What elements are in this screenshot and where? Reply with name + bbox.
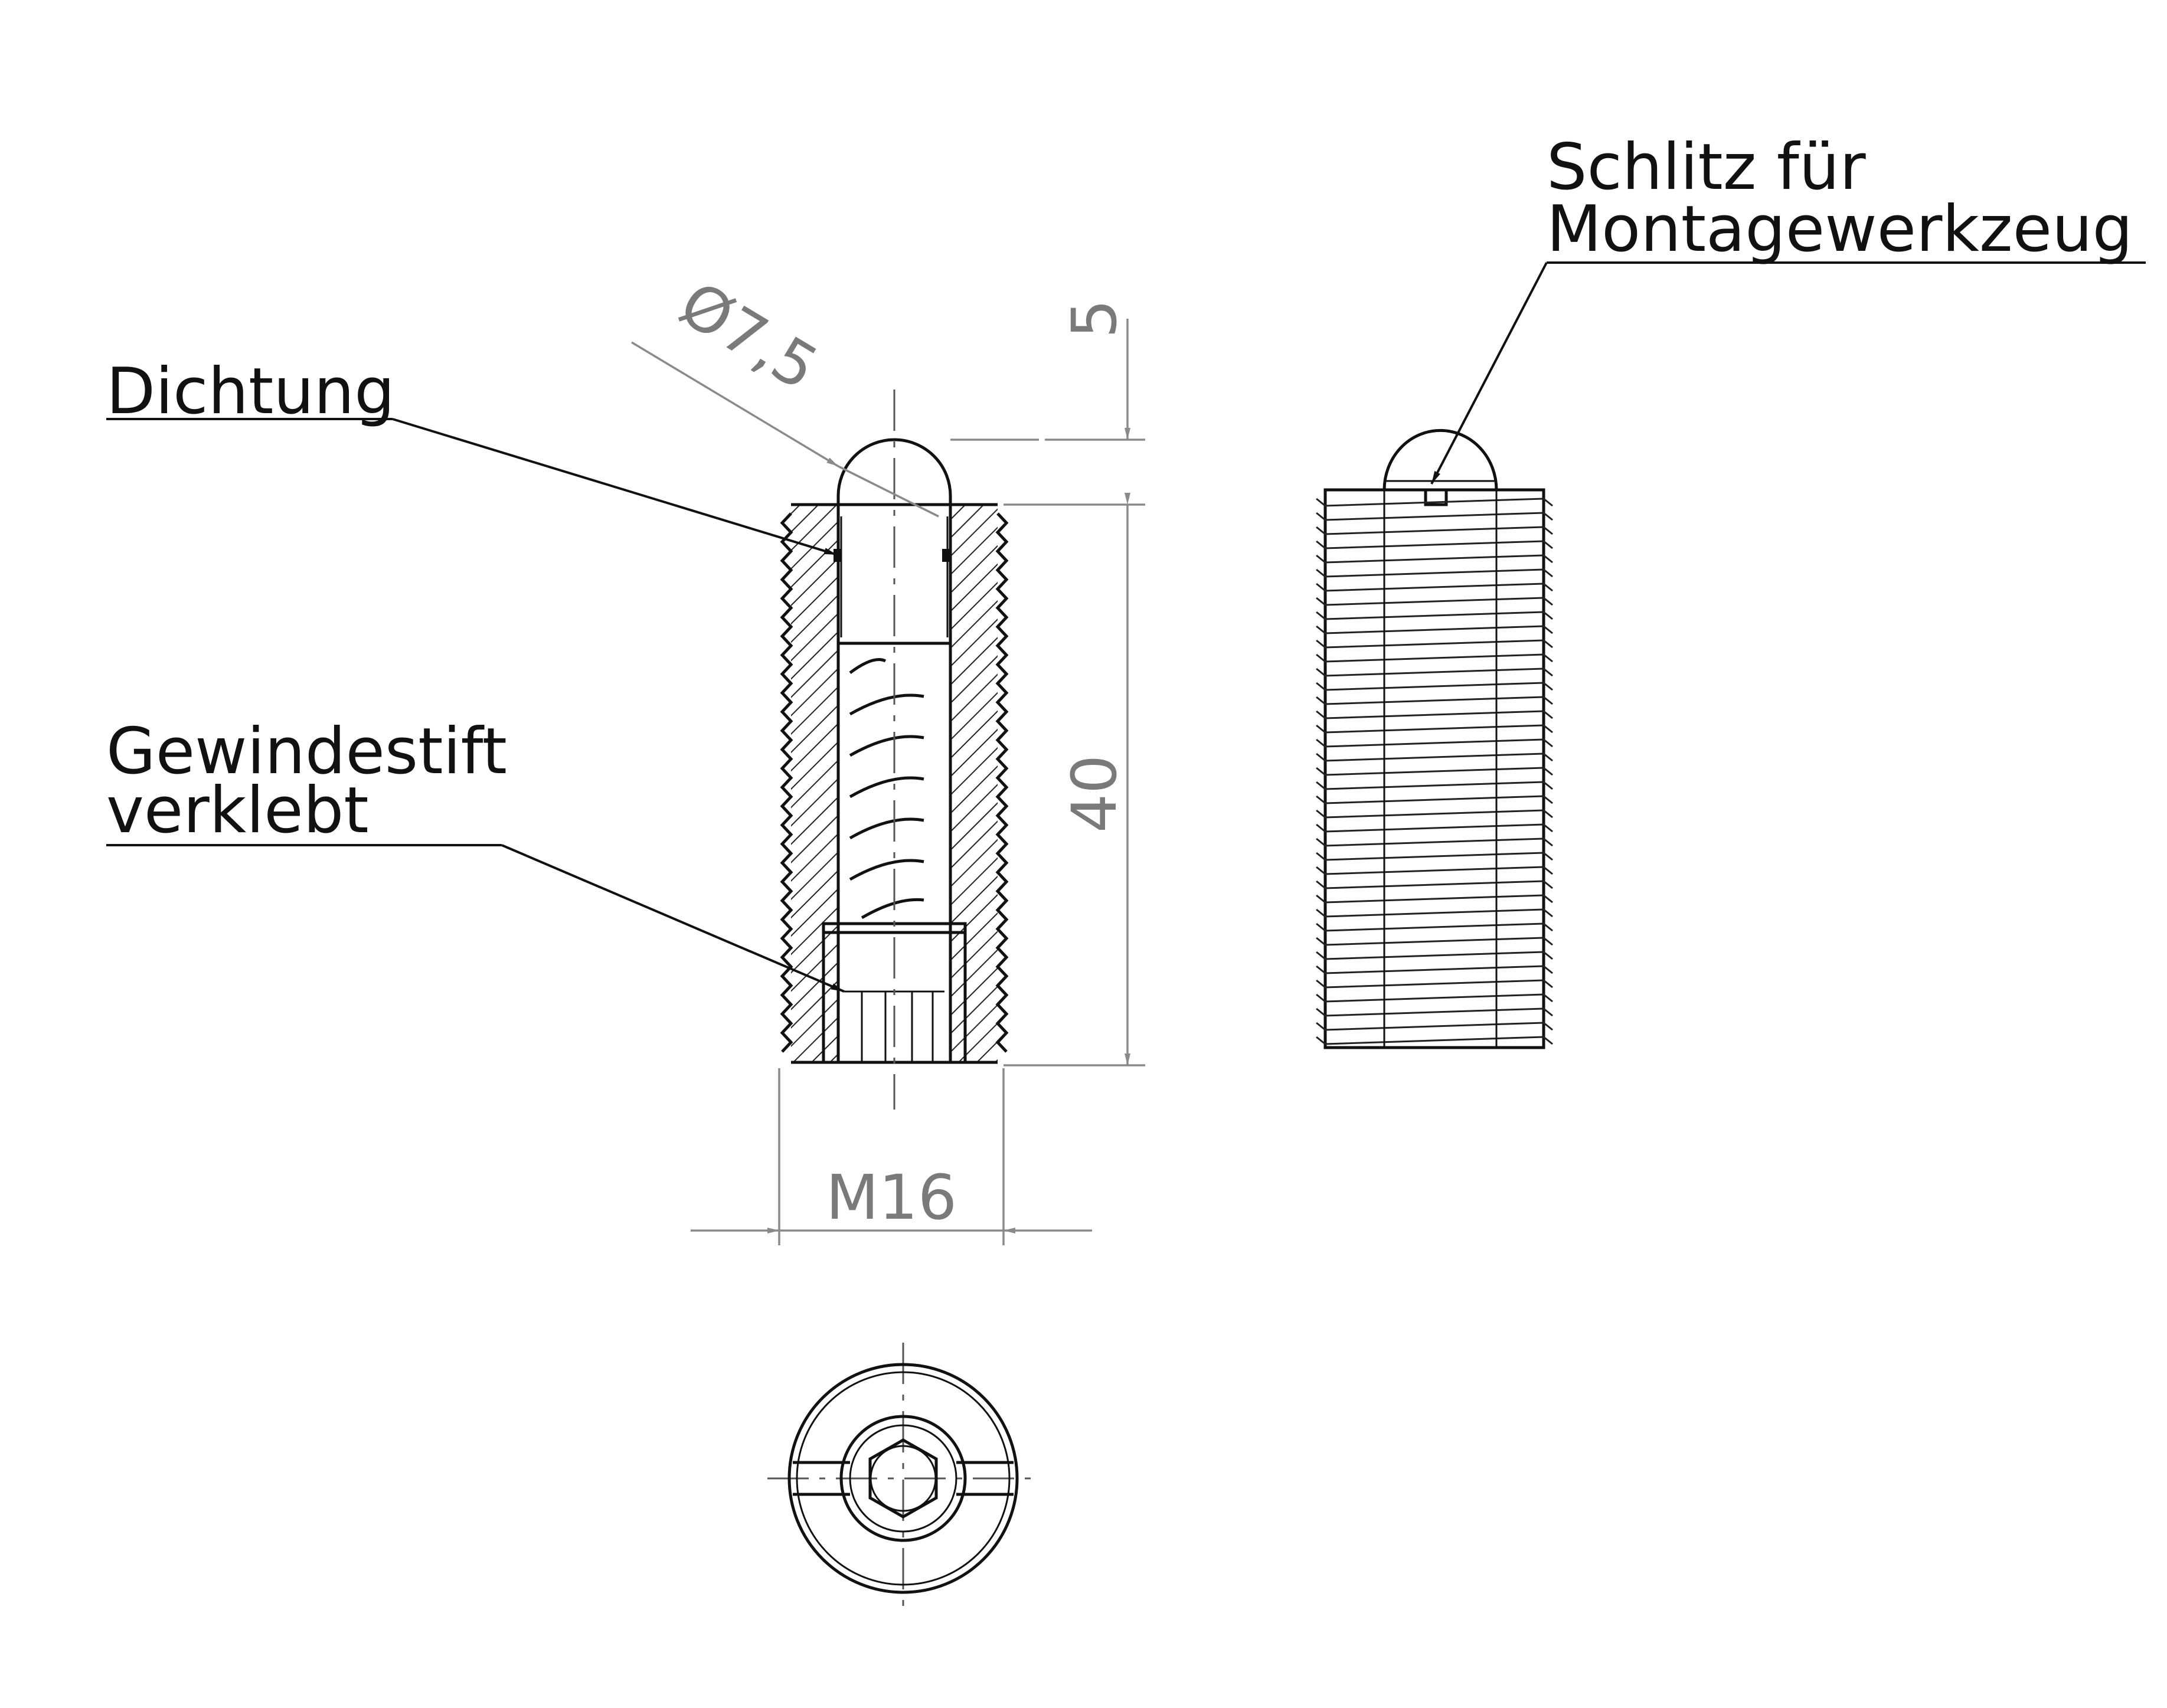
thread-line — [1316, 625, 1553, 634]
end-view — [767, 1343, 1039, 1614]
body-wall-right — [949, 503, 998, 1064]
thread-line — [1316, 809, 1553, 819]
thread-line — [1316, 852, 1553, 861]
thread-line — [1316, 795, 1553, 804]
dim-thread: M16 — [826, 1161, 957, 1233]
thread-line — [1316, 951, 1553, 960]
thread-line — [1316, 1022, 1553, 1031]
thread-line — [1316, 866, 1553, 875]
thread-line — [1316, 767, 1553, 776]
thread-line — [1316, 554, 1553, 564]
callout-gewindestift: Gewindestift verklebt — [106, 715, 845, 993]
label-gewindestift-1: Gewindestift — [106, 715, 507, 788]
thread-line — [1316, 696, 1553, 705]
thread-line — [1316, 583, 1553, 592]
thread-line — [1316, 597, 1553, 606]
label-schlitz-2: Montagewerkzeug — [1547, 192, 2133, 266]
thread-line — [1316, 979, 1553, 989]
thread-line — [1316, 653, 1553, 663]
thread-line — [1316, 710, 1553, 719]
thread-line — [1316, 724, 1553, 734]
thread-line — [1316, 682, 1553, 691]
thread-line — [1316, 738, 1553, 748]
thread-line — [1316, 993, 1553, 1003]
label-dichtung: Dichtung — [106, 355, 395, 428]
thread-line — [1316, 639, 1553, 649]
thread-line — [1316, 823, 1553, 833]
thread-line — [1316, 1036, 1553, 1045]
thread-line — [1316, 880, 1553, 889]
section-view — [780, 390, 1009, 1110]
label-gewindestift-2: verklebt — [106, 774, 369, 848]
label-schlitz-1: Schlitz für — [1547, 130, 1866, 204]
thread-line — [1316, 965, 1553, 974]
thread-line — [1316, 498, 1553, 507]
side-view — [1316, 428, 1553, 1049]
thread-line — [1316, 1007, 1553, 1017]
thread-line — [1316, 922, 1553, 932]
spring — [849, 658, 924, 920]
dim-diameter: Ø7,5 — [668, 267, 830, 404]
thread-line — [1316, 894, 1553, 904]
dimensions: 5 40 M16 Ø7,5 — [631, 267, 1145, 1245]
dim-length: 40 — [1058, 755, 1130, 833]
pressure-pin — [836, 438, 952, 645]
thread-line — [1316, 540, 1553, 549]
seal — [834, 549, 949, 562]
thread-line — [1316, 611, 1553, 620]
thread-line — [1316, 526, 1553, 535]
thread-line — [1316, 668, 1553, 677]
thread-line — [1316, 752, 1553, 762]
thread-line — [1316, 908, 1553, 918]
thread-line — [1316, 937, 1553, 946]
thread-line — [1316, 568, 1553, 578]
dim-overhang: 5 — [1058, 299, 1130, 338]
thread-line — [1316, 837, 1553, 847]
callout-dichtung: Dichtung — [106, 355, 838, 556]
thread-line — [1316, 512, 1553, 521]
thread-line — [1316, 781, 1553, 790]
callout-schlitz: Schlitz für Montagewerkzeug — [1430, 130, 2146, 485]
